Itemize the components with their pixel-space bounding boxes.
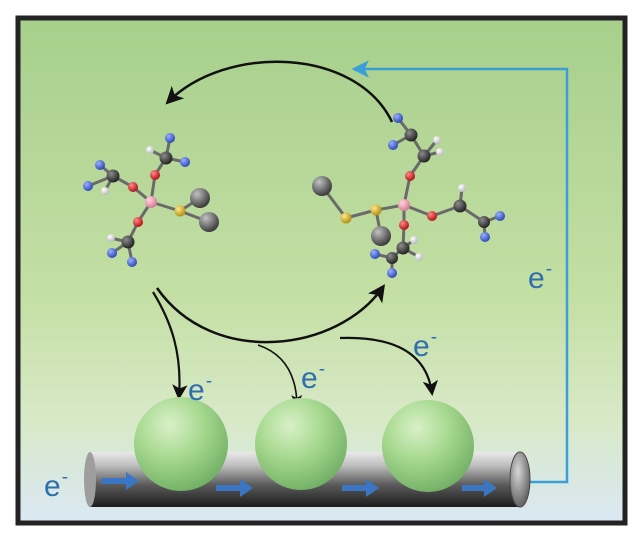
wire-flow-arrows xyxy=(102,472,497,497)
nanoparticle-1 xyxy=(134,397,228,491)
nanoparticle-3 xyxy=(382,400,474,492)
electron-charge: - xyxy=(318,359,326,380)
electron-charge: - xyxy=(61,467,69,488)
molecule-right xyxy=(312,113,505,278)
flow-arrow-icon xyxy=(102,472,139,490)
electron-symbol: e xyxy=(301,362,318,395)
electron-label-feedback: e- xyxy=(528,255,552,294)
electron-arrow-to-particle-3 xyxy=(339,336,438,397)
electron-symbol: e xyxy=(528,262,545,295)
flow-arrow-icon xyxy=(342,479,379,497)
cycle-arrow-top xyxy=(165,60,394,123)
molecule-left xyxy=(83,133,219,267)
electron-symbol: e xyxy=(188,374,205,407)
electron-label-left: e- xyxy=(188,367,212,406)
panel-frame xyxy=(15,15,628,526)
electron-arrow-to-particle-2 xyxy=(257,344,303,407)
cycle-arrow-bottom xyxy=(155,284,385,344)
electron-charge: - xyxy=(430,327,438,348)
electron-charge: - xyxy=(545,259,553,280)
electron-symbol: e xyxy=(413,330,430,363)
feedback-electron-path xyxy=(351,60,569,484)
flow-arrow-icon xyxy=(462,479,497,497)
electron-charge: - xyxy=(205,371,213,392)
flow-arrow-icon xyxy=(216,479,253,497)
nanoparticle-2 xyxy=(255,398,347,490)
electron-label-wire: e- xyxy=(44,463,68,502)
electron-label-right: e- xyxy=(413,323,437,362)
electron-label-middle: e- xyxy=(301,355,325,394)
electron-arrow-to-particle-1 xyxy=(152,291,188,401)
electron-symbol: e xyxy=(44,470,61,503)
